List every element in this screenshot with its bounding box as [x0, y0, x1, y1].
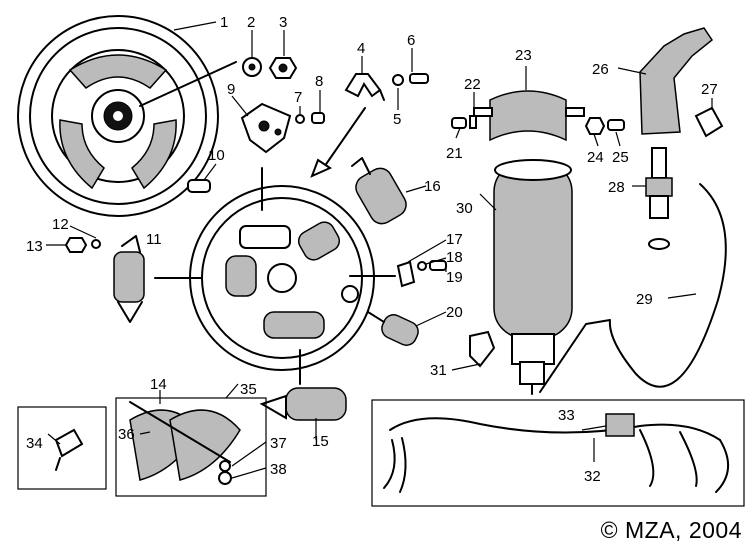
- part-stator-plate: [189, 185, 375, 371]
- callout-32: 32: [584, 468, 601, 485]
- callout-24: 24: [587, 149, 604, 166]
- callout-28: 28: [608, 179, 625, 196]
- callout-26: 26: [592, 61, 609, 78]
- callout-labels: 1 2 3 4 5 6 7 8 9 10 11 12 13 14 15 16 1…: [26, 14, 718, 485]
- callout-12: 12: [52, 216, 69, 233]
- inset-box-left: [17, 406, 107, 490]
- callout-3: 3: [279, 14, 287, 31]
- callout-21: 21: [446, 145, 463, 162]
- callout-30: 30: [456, 200, 473, 217]
- part-flywheel: [17, 15, 219, 217]
- part-washer-22: [469, 115, 477, 129]
- leader-lines: [46, 21, 713, 479]
- part-screw-21: [451, 117, 467, 129]
- callout-19: 19: [446, 269, 463, 286]
- part-condenser: [367, 311, 419, 346]
- callout-35: 35: [240, 381, 257, 398]
- callout-1: 1: [220, 14, 228, 31]
- callout-2: 2: [247, 14, 255, 31]
- part-coil-left: [113, 235, 145, 323]
- part-ignition-coil: [493, 159, 573, 395]
- callout-16: 16: [424, 178, 441, 195]
- callout-36: 36: [118, 426, 135, 443]
- callout-27: 27: [701, 81, 718, 98]
- part-coil-clamp: [473, 90, 585, 142]
- callout-17: 17: [446, 231, 463, 248]
- part-bracket: [344, 73, 429, 101]
- callout-8: 8: [315, 73, 323, 90]
- copyright-text: © MZA, 2004: [600, 517, 742, 543]
- part-felt: [187, 179, 211, 193]
- callout-15: 15: [312, 433, 329, 450]
- callout-29: 29: [636, 291, 653, 308]
- callout-38: 38: [270, 461, 287, 478]
- callout-25: 25: [612, 149, 629, 166]
- callout-37: 37: [270, 435, 287, 452]
- part-spark-plug: [645, 147, 673, 250]
- callout-23: 23: [515, 47, 532, 64]
- part-spark-plug-cap: [639, 27, 714, 135]
- part-ht-lead: [539, 183, 727, 393]
- callout-33: 33: [558, 407, 575, 424]
- part-nut-13: [64, 237, 88, 253]
- callout-31: 31: [430, 362, 447, 379]
- callout-22: 22: [464, 76, 481, 93]
- part-contact-breaker: [240, 102, 292, 154]
- callout-4: 4: [357, 40, 365, 57]
- callout-5: 5: [393, 111, 401, 128]
- callout-18: 18: [446, 249, 463, 266]
- callout-34: 34: [26, 435, 43, 452]
- part-nut-24: [584, 117, 606, 135]
- part-connector-31: [469, 330, 496, 368]
- callout-10: 10: [208, 147, 225, 164]
- part-coil-bottom: [259, 387, 347, 421]
- part-terminal-17-19: [396, 260, 447, 288]
- callout-13: 13: [26, 238, 43, 255]
- callout-14: 14: [150, 376, 167, 393]
- part-coil-upper-right: [351, 157, 407, 225]
- callout-7: 7: [294, 89, 302, 106]
- callout-6: 6: [407, 32, 415, 49]
- callout-20: 20: [446, 304, 463, 321]
- part-washer-nut-group: [242, 57, 325, 124]
- callout-11: 11: [146, 231, 162, 248]
- assembly-arrows: [154, 107, 396, 385]
- part-screw-25: [607, 119, 625, 131]
- part-27: [694, 106, 724, 138]
- inset-box-middle: [115, 397, 267, 497]
- part-washer-12: [91, 239, 101, 249]
- inset-box-harness: [371, 399, 745, 507]
- callout-9: 9: [227, 81, 235, 98]
